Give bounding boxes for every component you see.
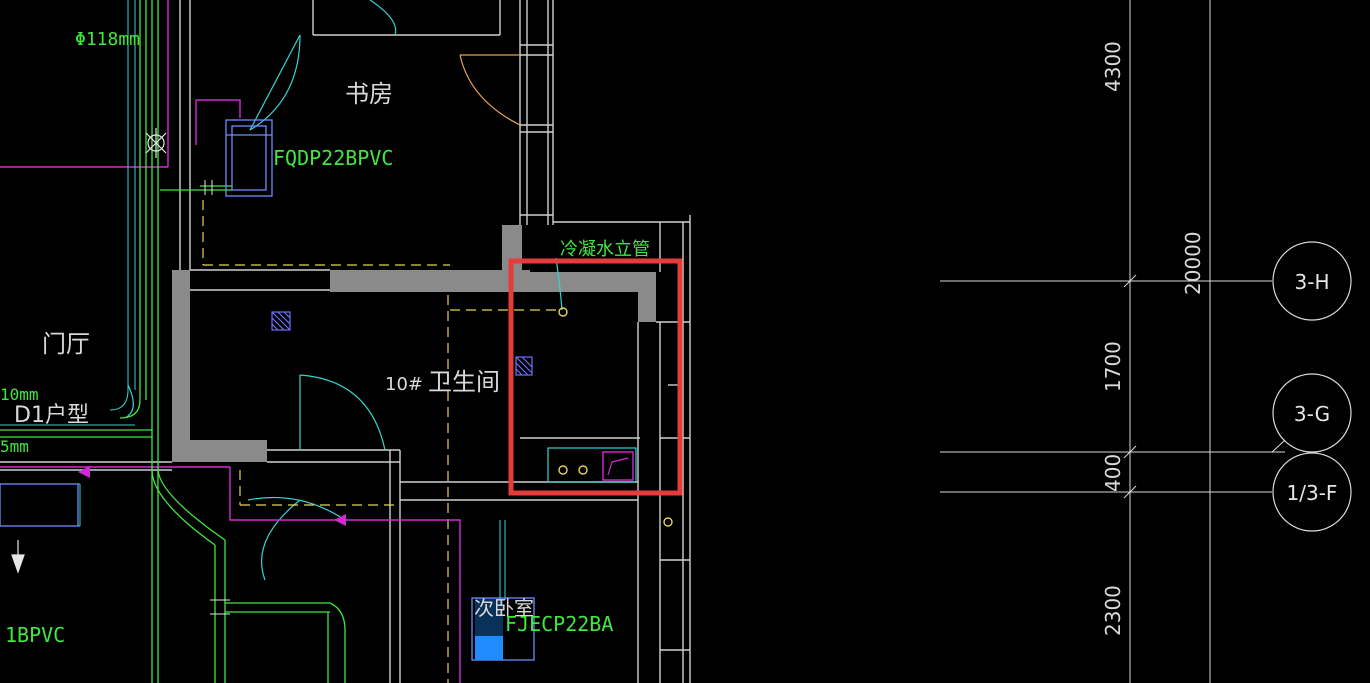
grid-bubble-3h-label: 3-H [1295, 270, 1330, 294]
door-swings [124, 0, 397, 581]
fan-coil-unit-top [225, 119, 273, 197]
pipe-label-fjecp: FJECP22BA [505, 612, 613, 636]
cyan-pipes [0, 0, 506, 600]
vent-squares [271, 311, 533, 376]
dimension-1700: 1700 [1101, 341, 1125, 392]
grid-bubble-13f-label: 1/3-F [1287, 481, 1338, 505]
dimension-2300: 2300 [1101, 585, 1125, 636]
room-label-hall: 门厅 [42, 330, 90, 358]
fan-coil-unit-left [0, 483, 79, 527]
dimension-lines [940, 0, 1286, 683]
condensate-riser-label: 冷凝水立管 [560, 239, 650, 260]
mm-left-label: 5mm [0, 437, 29, 456]
room-label-study: 书房 [345, 80, 393, 108]
pipe-arrows [78, 466, 346, 526]
valve-symbol [145, 128, 167, 158]
grid-bubble-3g: 3-G [1272, 373, 1352, 453]
unit-mm-label: 10mm [0, 385, 39, 404]
highlight-frame [508, 258, 683, 496]
sink-counter [547, 447, 637, 483]
unit-type-label: D1户型 [14, 403, 89, 428]
bath-number-label: 10# [385, 374, 423, 395]
dimension-4300: 4300 [1101, 41, 1125, 92]
diameter-label: Φ118mm [75, 29, 140, 50]
dashed-hidden-lines [202, 200, 560, 683]
green-pipes [0, 0, 346, 683]
dimension-400: 400 [1101, 454, 1125, 492]
structural-walls [172, 225, 656, 462]
grid-bubble-3h: 3-H [1272, 241, 1352, 321]
pipe-label-fqdp: FQDP22BPVC [273, 146, 393, 170]
dimension-20000: 20000 [1181, 231, 1205, 295]
room-label-bathroom: 卫生间 [428, 368, 500, 396]
fan-coil-unit-bottom [471, 597, 535, 661]
grid-bubble-13f: 1/3-F [1272, 452, 1352, 532]
orange-door [459, 54, 521, 126]
pipe-label-bpvc: 1BPVC [5, 623, 65, 647]
room-label-bedroom: 次卧室 [474, 596, 534, 620]
down-arrow-icon [11, 540, 25, 574]
pipe-fittings [204, 180, 230, 615]
grid-bubble-3g-label: 3-G [1294, 402, 1330, 426]
